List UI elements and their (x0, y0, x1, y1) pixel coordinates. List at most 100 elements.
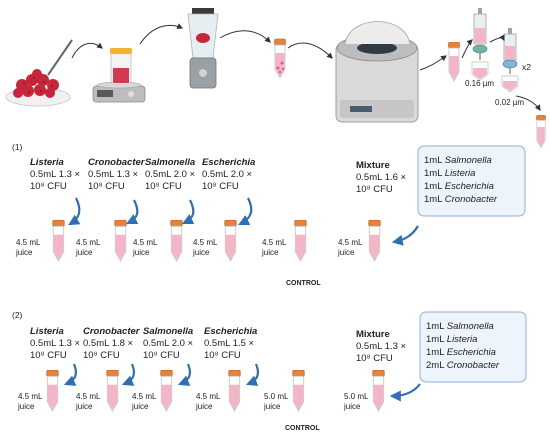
filter-1-label: 0.16 µm (465, 79, 494, 88)
tube-medium: juice (343, 402, 361, 411)
scale-icon (92, 48, 146, 103)
species-cfu: 10⁸ CFU (143, 350, 180, 361)
mix-box-line: 2mL Cronobacter (426, 360, 500, 371)
mixture-name: Mixture (356, 160, 390, 171)
repeat-label: x2 (522, 62, 531, 72)
mix-box: 1mL Salmonella 1mL Listeria 1mL Escheric… (419, 311, 527, 383)
tube-control (292, 370, 305, 412)
tube-salmonella (170, 220, 183, 262)
species-name: Salmonella (143, 326, 193, 337)
tube-listeria (52, 220, 65, 262)
experiment-number: (1) (12, 142, 23, 152)
tube-medium: juice (195, 402, 213, 411)
tube-medium: juice (75, 402, 93, 411)
mix-box: 1mL Salmonella 1mL Listeria 1mL Escheric… (417, 145, 526, 217)
tube-cronobacter (106, 370, 119, 412)
mix-box-line: 1mL Salmonella (426, 321, 494, 332)
tube-volume: 4.5 mL (16, 238, 41, 247)
tube-listeria (46, 370, 59, 412)
species-dose: 0.5mL 1.3 × (88, 169, 138, 180)
experiment-1: (1) Listeria 0.5mL 1.3 × 10⁸ CFU Cronoba… (12, 142, 526, 287)
tube-medium: juice (131, 402, 149, 411)
mixture-cfu: 10⁸ CFU (356, 353, 393, 364)
species-dose: 0.5mL 1.8 × (83, 338, 133, 349)
tube-medium: juice (75, 248, 93, 257)
tube-volume: 4.5 mL (338, 238, 363, 247)
tube-medium: juice (337, 248, 355, 257)
tube-medium: juice (261, 248, 279, 257)
mixture-cfu: 10⁸ CFU (356, 184, 393, 195)
tube-mixture (368, 220, 381, 262)
mixture-dose: 0.5mL 1.6 × (356, 172, 406, 183)
supernatant-tube (448, 42, 460, 82)
raspberry-plate-icon (5, 39, 73, 107)
species-cfu: 10⁸ CFU (30, 350, 67, 361)
mixture-dose: 0.5mL 1.3 × (356, 341, 406, 352)
species-dose: 0.5mL 1.3 × (30, 338, 80, 349)
species-name: Listeria (30, 157, 64, 168)
species-dose: 0.5mL 2.0 × (145, 169, 195, 180)
process-arrows (71, 23, 541, 111)
species-cfu: 10⁸ CFU (30, 181, 67, 192)
tube-cronobacter (114, 220, 127, 262)
tube-volume: 5.0 mL (264, 392, 289, 401)
tube-volume: 4.5 mL (132, 392, 157, 401)
mixture-name: Mixture (356, 329, 390, 340)
species-name: Escherichia (202, 157, 255, 168)
tube-medium: juice (263, 402, 281, 411)
tube-mixture (372, 370, 385, 412)
species-cfu: 10⁸ CFU (145, 181, 182, 192)
tube-medium: juice (132, 248, 150, 257)
mix-box-line: 1mL Listeria (426, 334, 477, 345)
species-name: Cronobacter (83, 326, 141, 337)
tube-salmonella (160, 370, 173, 412)
tube-volume: 4.5 mL (193, 238, 218, 247)
species-dose: 0.5mL 1.3 × (30, 169, 80, 180)
syringe-filter-1 (472, 8, 488, 60)
tube-volume: 4.5 mL (196, 392, 221, 401)
tube-escherichia (224, 220, 237, 262)
experiment-2: (2) Listeria 0.5mL 1.3 × 10⁸ CFU Cronoba… (12, 310, 527, 432)
mix-box-line: 1mL Cronobacter (424, 194, 498, 205)
tube-escherichia (228, 370, 241, 412)
blender-icon (187, 8, 219, 89)
mix-box-line: 1mL Listeria (424, 168, 475, 179)
syringe-filter-2 (502, 28, 518, 74)
species-cfu: 10⁸ CFU (204, 350, 241, 361)
tube-medium: juice (192, 248, 210, 257)
mix-box-line: 1mL Escherichia (424, 181, 494, 192)
species-cfu: 10⁸ CFU (83, 350, 120, 361)
species-cfu: 10⁸ CFU (202, 181, 239, 192)
experiment-number: (2) (12, 310, 23, 320)
species-cfu: 10⁸ CFU (88, 181, 125, 192)
centrifuge-icon (335, 21, 419, 123)
tube-volume: 5.0 mL (344, 392, 369, 401)
species-name: Escherichia (204, 326, 257, 337)
final-tube (536, 114, 546, 149)
tube-volume: 4.5 mL (18, 392, 43, 401)
control-label: CONTROL (286, 280, 321, 287)
species-name: Salmonella (145, 157, 195, 168)
inoculation-arrows (68, 197, 419, 246)
species-dose: 0.5mL 2.0 × (143, 338, 193, 349)
species-dose: 0.5mL 1.5 × (204, 338, 254, 349)
filter-2-label: 0.02 µm (495, 98, 524, 107)
tube-medium: juice (15, 248, 33, 257)
species-name: Cronobacter (88, 157, 146, 168)
collection-tube-2 (501, 75, 519, 93)
tube-medium: juice (17, 402, 35, 411)
tube-volume: 4.5 mL (76, 392, 101, 401)
control-label: CONTROL (285, 425, 320, 432)
tube-volume: 4.5 mL (262, 238, 287, 247)
species-dose: 0.5mL 2.0 × (202, 169, 252, 180)
tube-volume: 4.5 mL (76, 238, 101, 247)
tube-volume: 4.5 mL (133, 238, 158, 247)
top-sample-tube (274, 38, 286, 79)
tube-control (294, 220, 307, 262)
mix-box-line: 1mL Salmonella (424, 155, 492, 166)
collection-tube-1 (471, 61, 489, 81)
mix-box-line: 1mL Escherichia (426, 347, 496, 358)
inoculation-arrows (63, 363, 421, 402)
species-name: Listeria (30, 326, 64, 337)
